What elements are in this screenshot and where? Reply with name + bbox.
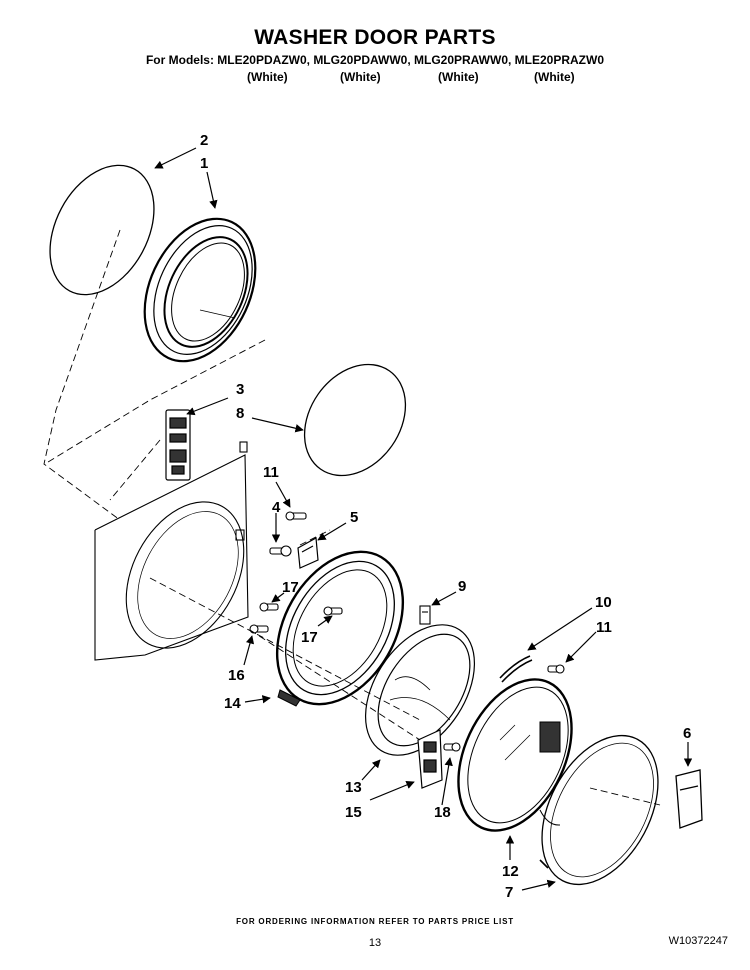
callout-9: 9 [458,578,466,595]
cabinet-front-panel [94,441,249,661]
callout-17-upper: 17 [282,579,299,596]
model-color-3: (White) [438,70,479,84]
model-color-4: (White) [534,70,575,84]
page-number: 13 [368,937,382,949]
callout-13: 13 [345,779,362,796]
callout-5: 5 [350,509,358,526]
part-15-handle [417,729,443,789]
part-13-inner-door [364,624,476,756]
part-9-clip [419,605,431,625]
part-1-door-ring [143,217,257,363]
callout-6: 6 [683,725,691,742]
assembly-dash-lines-upper [43,229,266,521]
part-17-screw-upper [259,602,279,612]
callout-4: 4 [272,499,281,516]
part-17-screw-lower [323,606,343,616]
callout-7: 7 [505,884,513,901]
callout-17-lower: 17 [301,629,318,646]
part-7-outer-door [539,734,659,886]
callout-8: 8 [236,405,244,422]
model-color-1: (White) [247,70,288,84]
part-18-screw [443,742,461,752]
callout-arrows [154,147,693,891]
part-4-screw [269,545,292,557]
part-11-screw-lower [547,664,565,674]
callout-15: 15 [345,804,362,821]
document-number: W10372247 [668,935,728,947]
callout-1: 1 [200,155,208,172]
callout-labels: 2 1 3 8 11 4 5 17 9 10 11 17 16 14 6 13 … [200,132,691,901]
part-11-screw [285,511,307,521]
callout-2: 2 [200,132,208,149]
callout-10: 10 [595,594,612,611]
screws [249,511,565,674]
part-6-handle-cover [675,769,703,829]
part-12-outer-glass [457,678,573,832]
part-5-hinge [297,537,319,569]
part-14-door-frame [275,550,405,707]
page-title: WASHER DOOR PARTS [254,26,496,49]
models-line: For Models: MLE20PDAZW0, MLG20PDAWW0, ML… [145,53,605,67]
callout-11-lower: 11 [596,619,612,636]
callout-18: 18 [434,804,451,821]
ordering-note: FOR ORDERING INFORMATION REFER TO PARTS … [236,917,514,926]
callout-12: 12 [502,863,519,880]
part-3-door-lock [165,409,191,481]
callout-11-upper: 11 [263,464,279,481]
assembly-dash-lines-lower [149,529,661,806]
callout-3: 3 [236,381,244,398]
callout-14: 14 [224,695,241,712]
model-color-2: (White) [340,70,381,84]
part-2-door-glass [49,164,155,296]
part-10-hinge-cover [499,655,533,683]
callout-16: 16 [228,667,245,684]
part-8-inner-window [303,363,407,477]
